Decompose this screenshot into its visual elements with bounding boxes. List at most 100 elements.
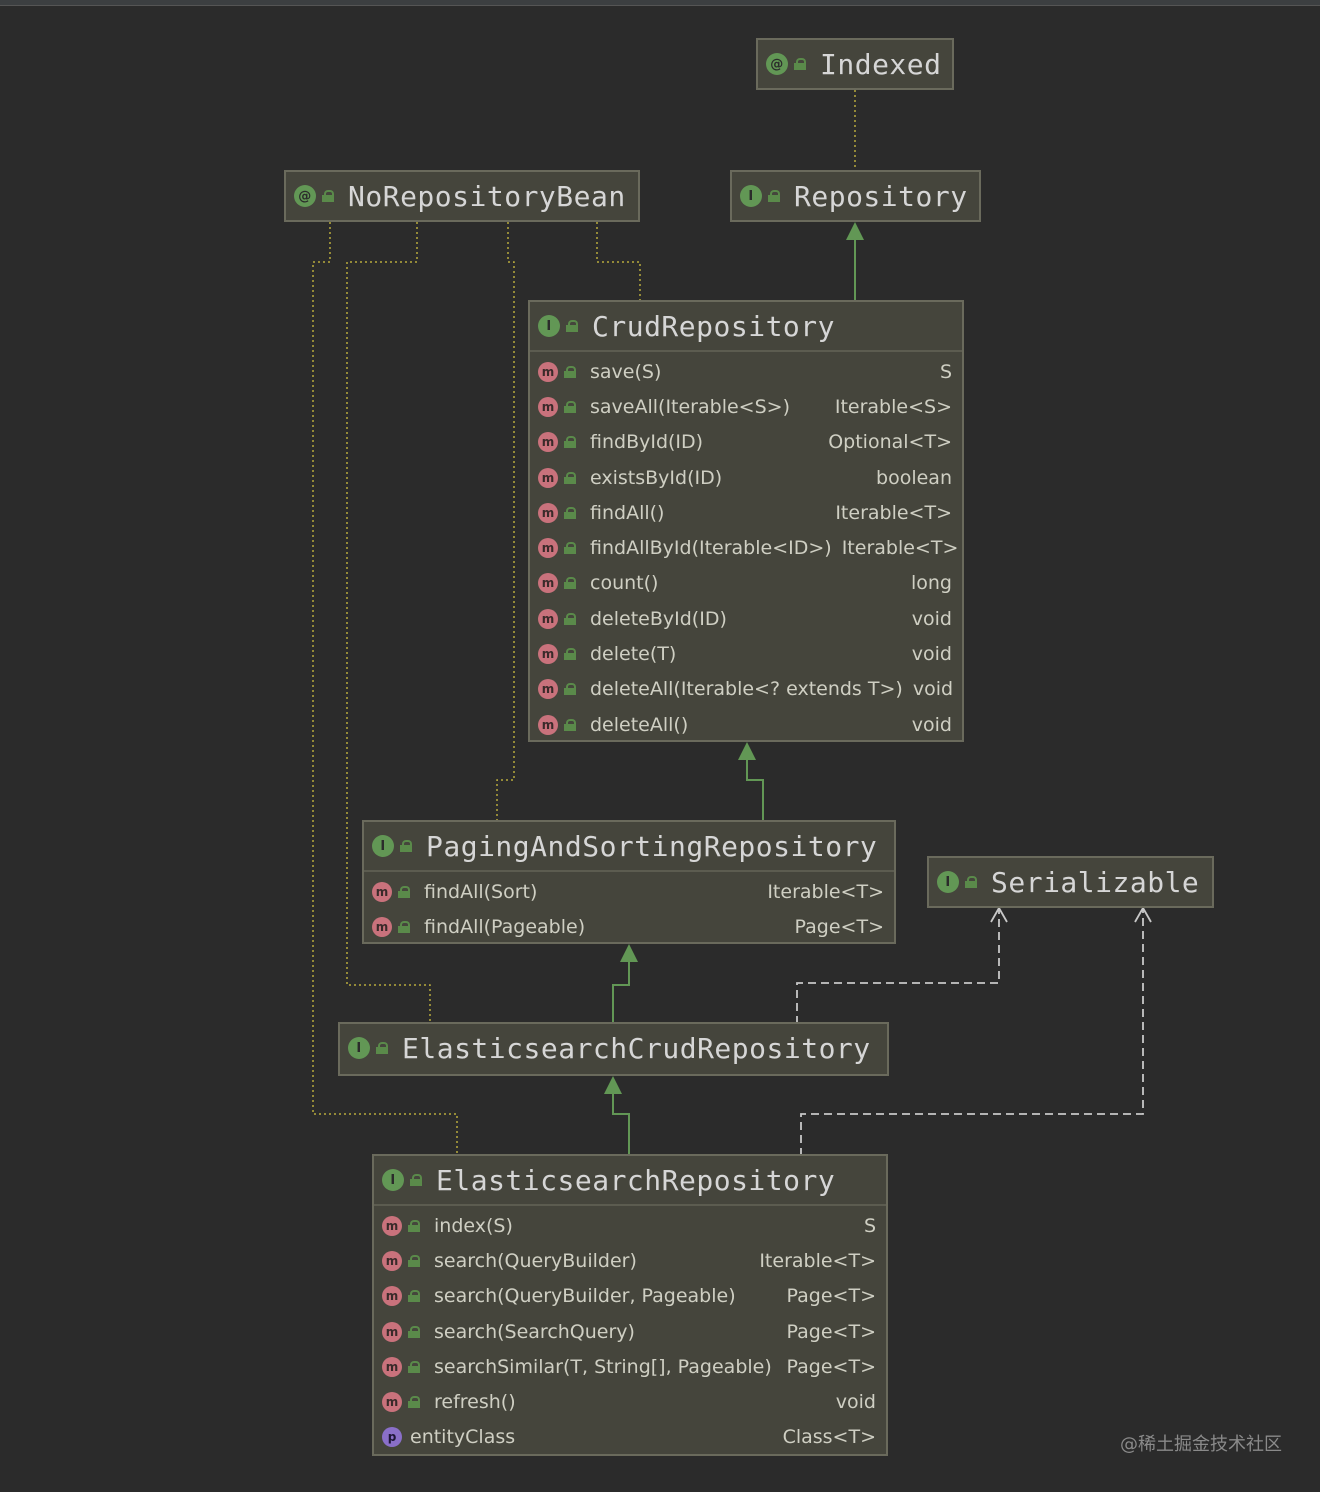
- member-return-type: S: [863, 1214, 876, 1237]
- public-access-icon: [564, 542, 578, 555]
- member-return-type: S: [939, 360, 952, 383]
- implements-arrowhead-1: [990, 906, 1008, 923]
- member-row[interactable]: m save(S) S: [530, 354, 962, 389]
- node-elasticsearchcrudrepository[interactable]: I ElasticsearchCrudRepository: [338, 1022, 889, 1076]
- member-return-type: Iterable<T>: [841, 537, 959, 560]
- implements-link-esrepo-serializable: [800, 910, 1144, 1156]
- node-repository[interactable]: I Repository: [730, 170, 981, 222]
- implements-link-escrud-serializable: [796, 910, 1000, 1024]
- member-return-type: Page<T>: [794, 915, 884, 938]
- node-title: ElasticsearchCrudRepository: [402, 1031, 871, 1065]
- member-signature: search(QueryBuilder, Pageable): [434, 1285, 736, 1308]
- node-norepositorybean[interactable]: @ NoRepositoryBean: [284, 170, 640, 222]
- node-title: Serializable: [991, 865, 1200, 899]
- public-access-icon: [408, 1360, 422, 1373]
- method-icon: m: [538, 396, 558, 417]
- method-icon: m: [538, 714, 558, 735]
- member-signature: findAllById(Iterable<ID>): [590, 537, 832, 560]
- node-serializable[interactable]: I Serializable: [927, 856, 1214, 908]
- public-access-icon: [322, 190, 336, 202]
- public-access-icon: [564, 365, 578, 378]
- member-signature: index(S): [434, 1214, 513, 1237]
- method-icon: m: [538, 502, 558, 523]
- node-title: Indexed: [820, 47, 942, 81]
- member-signature: findById(ID): [590, 431, 704, 454]
- public-access-icon: [965, 876, 979, 888]
- member-return-type: void: [912, 678, 954, 701]
- public-access-icon: [794, 58, 808, 70]
- extends-link-esrepo-escrud: [612, 1092, 630, 1156]
- node-title: ElasticsearchRepository: [436, 1163, 836, 1197]
- member-return-type: void: [911, 643, 952, 666]
- public-access-icon: [408, 1254, 422, 1267]
- member-return-type: Iterable<T>: [759, 1249, 876, 1272]
- node-title: NoRepositoryBean: [348, 179, 626, 213]
- extends-link-escrud-paging: [612, 960, 630, 1024]
- method-icon: m: [382, 1215, 402, 1236]
- method-icon: m: [382, 1321, 402, 1342]
- public-access-icon: [564, 577, 578, 590]
- public-access-icon: [398, 885, 412, 898]
- member-signature: searchSimilar(T, String[], Pageable): [434, 1355, 772, 1378]
- member-signature: refresh(): [434, 1391, 516, 1414]
- member-signature: deleteById(ID): [590, 607, 727, 630]
- extends-arrowhead-1: [846, 222, 864, 240]
- member-return-type: void: [911, 607, 952, 630]
- interface-icon: I: [348, 1037, 370, 1059]
- annotation-link-norepo-esrepo: [312, 222, 458, 1156]
- method-icon: m: [372, 881, 392, 902]
- implements-arrowhead-2: [1134, 906, 1152, 923]
- member-return-type: Iterable<S>: [834, 395, 952, 418]
- public-access-icon: [410, 1174, 424, 1186]
- extends-link-paging-crud: [746, 758, 764, 822]
- public-access-icon: [564, 683, 578, 696]
- extends-arrowhead-3: [620, 944, 638, 962]
- method-icon: m: [538, 679, 558, 700]
- member-signature: entityClass: [410, 1426, 516, 1449]
- member-return-type: long: [910, 572, 952, 595]
- annotation-link-norepo-paging: [496, 222, 515, 822]
- node-indexed[interactable]: @ Indexed: [756, 38, 954, 90]
- member-signature: save(S): [590, 360, 662, 383]
- annotation-icon: @: [294, 185, 316, 207]
- public-access-icon: [564, 612, 578, 625]
- annotation-link-norepo-crud: [596, 222, 641, 302]
- interface-icon: I: [372, 835, 394, 857]
- member-return-type: Page<T>: [786, 1285, 876, 1308]
- extends-arrowhead-2: [738, 742, 756, 760]
- public-access-icon: [566, 320, 580, 332]
- method-icon: m: [538, 573, 558, 594]
- public-access-icon: [564, 400, 578, 413]
- method-icon: m: [382, 1250, 402, 1271]
- member-signature: findAll(): [590, 501, 665, 524]
- method-icon: m: [538, 361, 558, 382]
- window-top-border: [0, 0, 1320, 6]
- public-access-icon: [408, 1219, 422, 1232]
- member-signature: search(SearchQuery): [434, 1320, 635, 1343]
- member-return-type: void: [835, 1391, 876, 1414]
- member-row[interactable]: m index(S) S: [374, 1208, 886, 1243]
